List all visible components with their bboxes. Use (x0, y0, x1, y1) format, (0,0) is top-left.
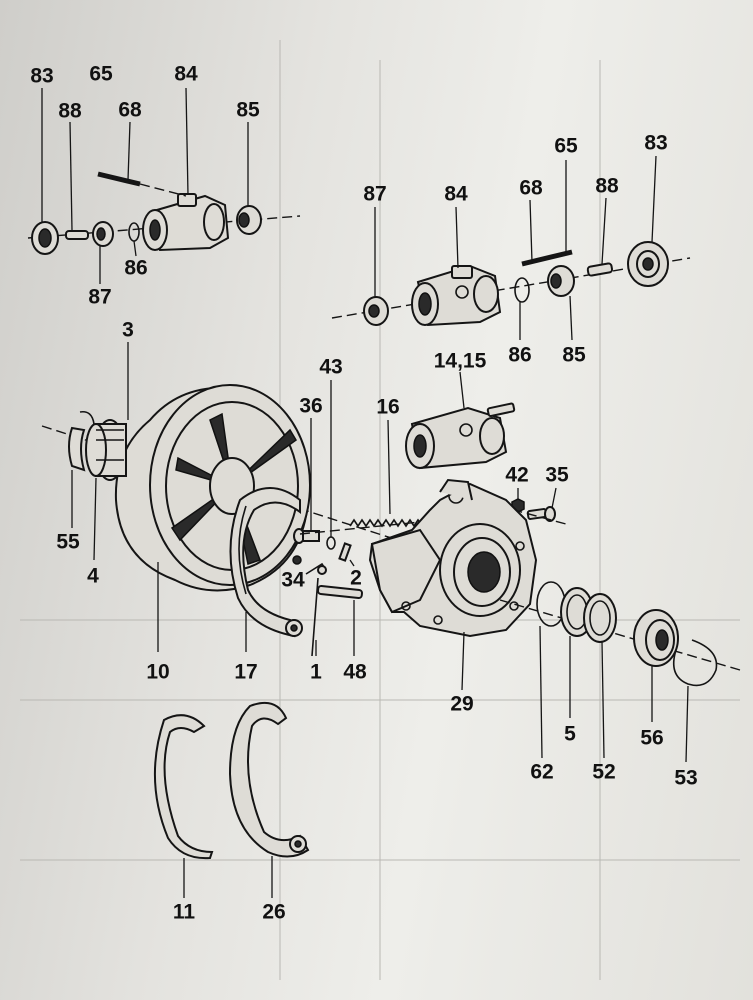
label-56: 56 (640, 726, 664, 750)
part-17-brake-shoe-assembly (229, 487, 303, 652)
part-87-piston-left (92, 221, 114, 247)
part-84-cylinder-right (411, 264, 502, 327)
part-86-seal-left (128, 222, 140, 242)
label-29: 29 (450, 692, 474, 716)
label-34: 34 (281, 568, 305, 592)
label-68-left: 68 (118, 98, 142, 122)
part-83-boot-left (31, 221, 59, 255)
part-4-hub (85, 419, 127, 481)
label-43: 43 (319, 355, 343, 379)
part-26-brake-shoe (228, 702, 310, 898)
part-34-adjuster (292, 555, 327, 575)
part-29-backing-plate (368, 478, 538, 691)
label-87-left: 87 (88, 285, 112, 309)
part-87-piston-right (363, 296, 389, 326)
part-88-pin-right (586, 262, 614, 277)
label-26: 26 (262, 900, 286, 924)
label-10: 10 (146, 660, 170, 684)
label-55: 55 (56, 530, 80, 554)
label-84-right: 84 (444, 182, 468, 206)
part-55-nut (68, 410, 95, 472)
part-16-spring (349, 518, 431, 528)
part-11-brake-lining (153, 714, 214, 898)
label-84-left: 84 (174, 62, 198, 86)
bearing-rings (499, 581, 741, 763)
label-53: 53 (674, 766, 698, 790)
label-5: 5 (564, 722, 576, 746)
label-35: 35 (545, 463, 569, 487)
label-11: 11 (172, 900, 196, 924)
label-3: 3 (122, 318, 134, 342)
label-86-right: 86 (508, 343, 532, 367)
part-35-bolt (526, 506, 556, 522)
label-68-right: 68 (519, 176, 543, 200)
label-87-right: 87 (363, 182, 387, 206)
label-88-left: 88 (58, 99, 82, 123)
label-14-15: 14,15 (433, 349, 487, 373)
part-85-boot-left (236, 205, 262, 235)
label-86-left: 86 (124, 256, 148, 280)
background-table-lines (20, 40, 740, 980)
part-52-ring (583, 593, 617, 643)
label-4: 4 (87, 564, 99, 588)
part-10-brake-drum (41, 342, 461, 652)
label-62: 62 (530, 760, 554, 784)
part-43-washer (326, 536, 336, 550)
wheel-cylinder-group-right (331, 155, 691, 341)
label-52: 52 (592, 760, 616, 784)
label-83-right: 83 (644, 131, 668, 155)
label-42: 42 (505, 463, 529, 487)
part-65-bleeder-right (521, 249, 573, 267)
wheel-cylinder-group-left (27, 87, 301, 284)
label-48: 48 (343, 660, 367, 684)
part-83-boot-right (627, 241, 669, 287)
label-36: 36 (299, 394, 323, 418)
label-16: 16 (376, 395, 400, 419)
label-85-right: 85 (562, 343, 586, 367)
part-56-bearing (633, 609, 679, 667)
label-65-left: 65 (89, 62, 113, 86)
part-65-bleeder-left (97, 171, 141, 187)
small-hardware (292, 380, 567, 657)
part-2-pin (338, 542, 352, 562)
label-88-right: 88 (595, 174, 619, 198)
label-85-left: 85 (236, 98, 260, 122)
part-1-48-lever (311, 577, 364, 657)
part-86-seal-right (514, 277, 530, 303)
part-85-boot-right (547, 265, 575, 297)
part-14-15-cylinder (405, 371, 516, 470)
label-83-left: 83 (30, 64, 54, 88)
label-65-right: 65 (554, 134, 578, 158)
part-36-bolt (293, 528, 320, 544)
label-1: 1 (310, 660, 322, 684)
part-88-pin-left (65, 230, 89, 240)
part-84-cylinder-left (142, 193, 230, 252)
label-17: 17 (234, 660, 258, 684)
label-2: 2 (350, 566, 362, 590)
part-53-circlip (672, 639, 718, 687)
